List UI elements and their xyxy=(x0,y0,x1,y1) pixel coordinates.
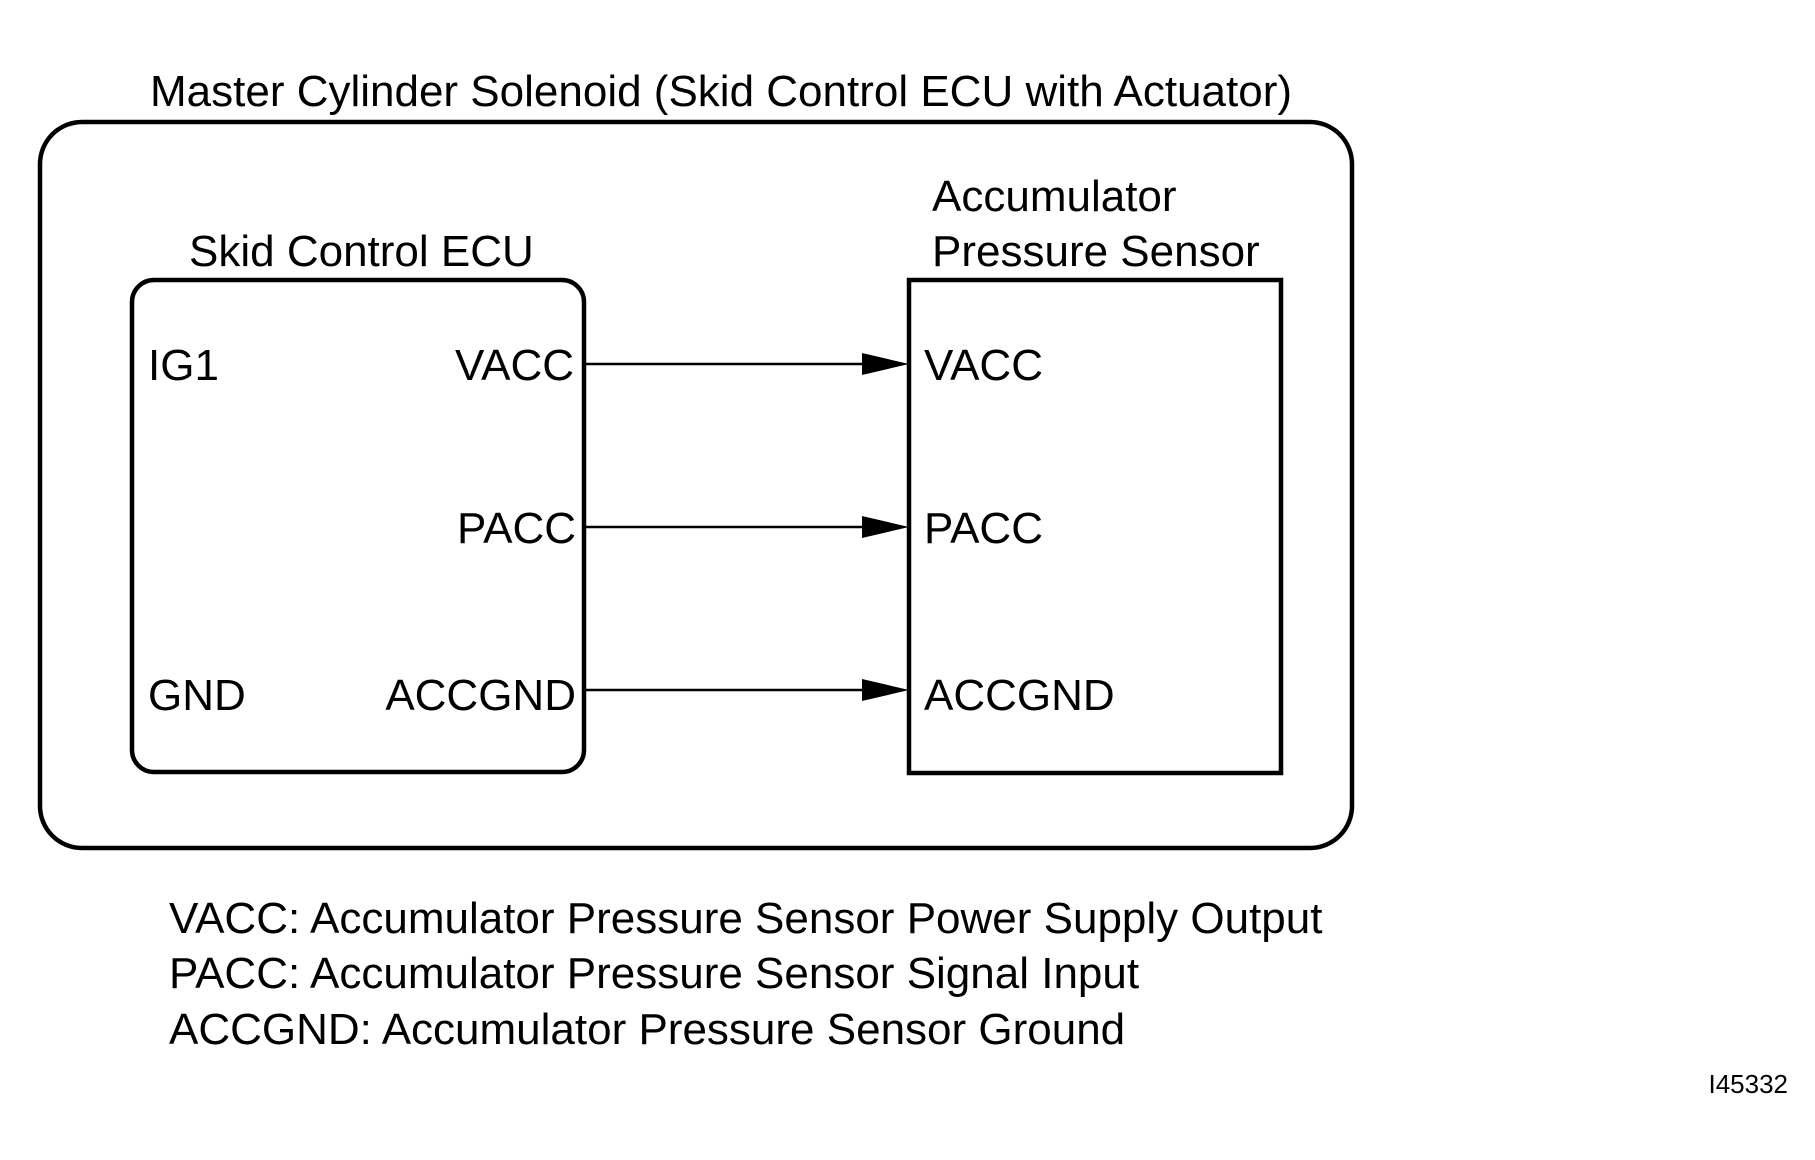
sensor-terminal-pacc: PACC xyxy=(924,504,1043,553)
legend: VACC: Accumulator Pressure Sensor Power … xyxy=(169,894,1322,1054)
wire-vacc-arrowhead xyxy=(862,353,909,375)
sensor-terminal-vacc: VACC xyxy=(924,341,1043,390)
wire-vacc xyxy=(584,353,909,375)
ecu-terminal-ig1: IG1 xyxy=(148,341,219,390)
wire-pacc xyxy=(584,516,909,538)
sensor-terminal-accgnd: ACCGND xyxy=(924,671,1115,720)
ecu-terminal-accgnd: ACCGND xyxy=(385,671,576,720)
wire-accgnd xyxy=(584,679,909,701)
sensor-title-line2: Pressure Sensor xyxy=(932,227,1260,276)
accumulator-pressure-sensor-box xyxy=(906,277,1284,776)
figure-id: I45332 xyxy=(1708,1069,1788,1099)
legend-accgnd: ACCGND: Accumulator Pressure Sensor Grou… xyxy=(169,1005,1125,1054)
legend-vacc: VACC: Accumulator Pressure Sensor Power … xyxy=(169,894,1322,943)
ecu-terminal-vacc: VACC xyxy=(455,341,574,390)
ecu-terminal-pacc: PACC xyxy=(457,504,576,553)
outer-title: Master Cylinder Solenoid (Skid Control E… xyxy=(150,67,1292,116)
ecu-title: Skid Control ECU xyxy=(189,227,534,276)
legend-pacc: PACC: Accumulator Pressure Sensor Signal… xyxy=(169,949,1139,998)
master-cylinder-solenoid-box xyxy=(37,119,1355,851)
wire-accgnd-arrowhead xyxy=(862,679,909,701)
sensor-title-line1: Accumulator xyxy=(932,172,1177,221)
wire-pacc-arrowhead xyxy=(862,516,909,538)
ecu-terminal-gnd: GND xyxy=(148,671,246,720)
